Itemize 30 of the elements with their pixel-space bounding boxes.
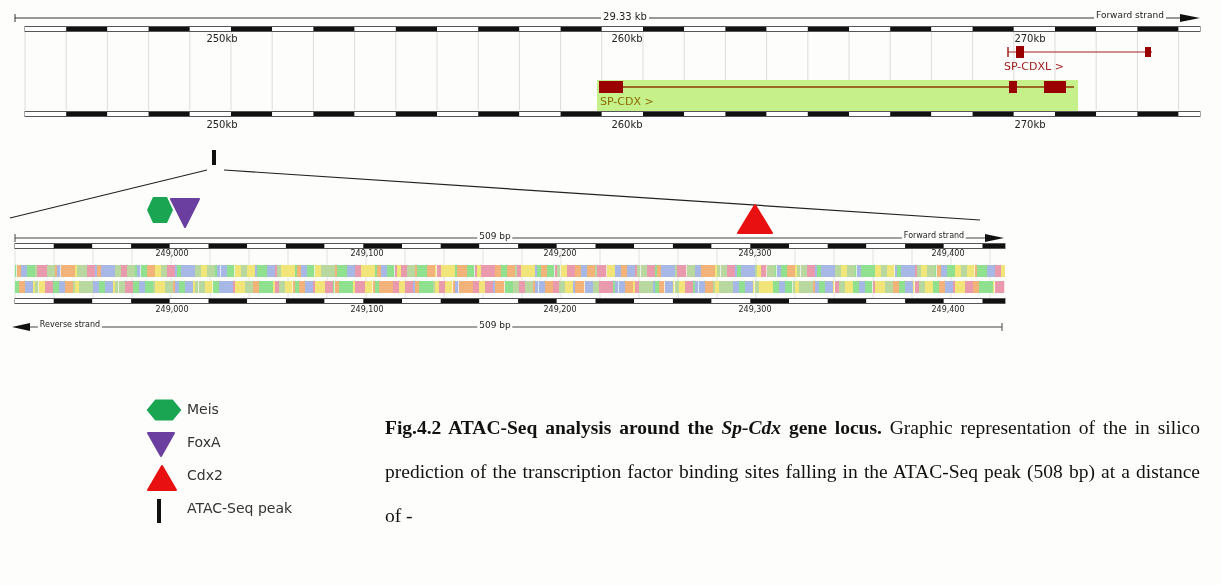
track-label: 270kb: [1013, 33, 1047, 44]
track-label: 249,200: [542, 250, 578, 259]
legend-label: FoxA: [187, 434, 221, 450]
track-label: 260kb: [610, 119, 644, 130]
track-label: 270kb: [1013, 119, 1047, 130]
track-label: 249,300: [737, 306, 773, 315]
track-label: 509 bp: [477, 321, 513, 331]
gene-label: SP-CDXL >: [1004, 61, 1064, 74]
track-label: 249,100: [349, 306, 385, 315]
track-label: 509 bp: [477, 232, 513, 242]
legend-label: Cdx2: [187, 467, 223, 483]
track-label: 249,300: [737, 250, 773, 259]
track-label: Forward strand: [1094, 11, 1166, 21]
track-label: 249,000: [154, 250, 190, 259]
track-label: Forward strand: [901, 232, 967, 241]
track-label: 249,000: [154, 306, 190, 315]
track-label: 29.33 kb: [601, 11, 649, 22]
track-label: 250kb: [205, 119, 239, 130]
track-label: 250kb: [205, 33, 239, 44]
track-label: Reverse strand: [37, 321, 103, 330]
gene-band: [597, 80, 1078, 111]
track-label: 249,100: [349, 250, 385, 259]
track-label: 249,200: [542, 306, 578, 315]
track-label: 260kb: [610, 33, 644, 44]
track-label: 249,400: [930, 306, 966, 315]
figure-caption: Fig.4.2 ATAC-Seq analysis around the Sp-Cdx gene locus. Graphic representation of the in silico prediction of the transcription factor binding sites falling in the ATAC-Seq peak (508 bp) at a distance of -: [385, 416, 1200, 528]
track-label: 249,400: [930, 250, 966, 259]
legend-label: ATAC-Seq peak: [187, 500, 293, 516]
gene-label: SP-CDX >: [600, 96, 654, 109]
legend-label: Meis: [187, 401, 219, 417]
